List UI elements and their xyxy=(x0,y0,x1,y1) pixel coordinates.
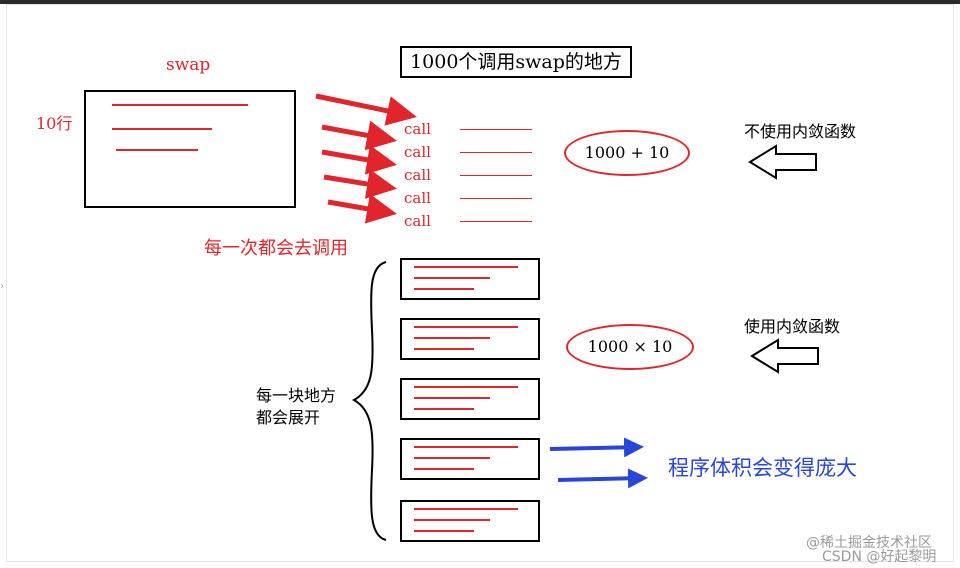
red-arrow-icon xyxy=(323,169,397,199)
each-call-annotation: 每一次都会去调用 xyxy=(204,238,348,259)
call-dash xyxy=(460,152,532,153)
code-line xyxy=(414,277,490,279)
watermark-juejin: @稀土掘金技术社区 xyxy=(806,535,932,551)
call-label: call xyxy=(404,189,431,207)
oval-inline: 1000 × 10 xyxy=(566,324,694,370)
oval-inline-text: 1000 × 10 xyxy=(587,337,673,356)
call-label: call xyxy=(404,166,431,184)
swap-function-box xyxy=(84,90,296,208)
code-line xyxy=(414,530,474,532)
call-dash xyxy=(460,198,532,199)
expanded-block xyxy=(400,500,540,542)
code-line xyxy=(112,104,248,106)
call-arrow-group xyxy=(315,93,417,224)
red-arrow-icon xyxy=(327,193,397,224)
code-line xyxy=(414,326,518,328)
expanded-block xyxy=(400,318,540,360)
brace-icon xyxy=(351,261,387,541)
code-line xyxy=(414,457,490,459)
code-line xyxy=(414,397,490,399)
no-inline-label: 不使用内敛函数 xyxy=(744,122,857,141)
left-arrow-icon xyxy=(750,338,819,374)
code-line xyxy=(414,508,518,510)
code-line xyxy=(414,288,474,290)
expand-note-line-1: 每一块地方 xyxy=(256,386,337,405)
code-line xyxy=(414,446,518,448)
code-line xyxy=(414,337,490,339)
call-label: call xyxy=(404,212,431,230)
call-dash xyxy=(460,221,532,222)
call-dash xyxy=(460,175,532,176)
rows-label: 10行 xyxy=(36,114,73,133)
swap-label: swap xyxy=(166,55,211,75)
code-line xyxy=(414,408,474,410)
call-dash xyxy=(460,129,532,130)
red-arrow-icon xyxy=(321,120,397,151)
expanded-block xyxy=(400,258,540,300)
blue-arrow-icon xyxy=(549,437,644,458)
code-line xyxy=(116,149,198,151)
top-bar xyxy=(0,0,960,4)
code-line xyxy=(414,468,474,470)
red-arrow-icon xyxy=(321,144,397,175)
diagram-title: 1000个调用swap的地方 xyxy=(400,46,632,78)
code-line xyxy=(414,386,518,388)
expanded-block xyxy=(400,378,540,420)
code-line xyxy=(414,519,490,521)
bloat-note: 程序体积会变得庞大 xyxy=(668,456,857,480)
inline-label: 使用内敛函数 xyxy=(744,317,841,336)
code-line xyxy=(112,128,212,130)
oval-no-inline-text: 1000 + 10 xyxy=(584,143,670,162)
side-arrow-icon: › xyxy=(0,281,4,292)
expand-note-line-2: 都会展开 xyxy=(256,408,321,427)
code-line xyxy=(414,266,518,268)
left-arrow-icon xyxy=(748,144,817,180)
watermark-csdn: CSDN @好起黎明 xyxy=(822,549,937,565)
code-line xyxy=(414,348,474,350)
oval-no-inline: 1000 + 10 xyxy=(564,130,690,176)
expanded-block xyxy=(400,438,540,480)
red-arrow-icon xyxy=(315,93,417,126)
blue-arrow-icon xyxy=(557,468,648,489)
slide-frame xyxy=(6,4,954,562)
call-label: call xyxy=(404,143,431,161)
